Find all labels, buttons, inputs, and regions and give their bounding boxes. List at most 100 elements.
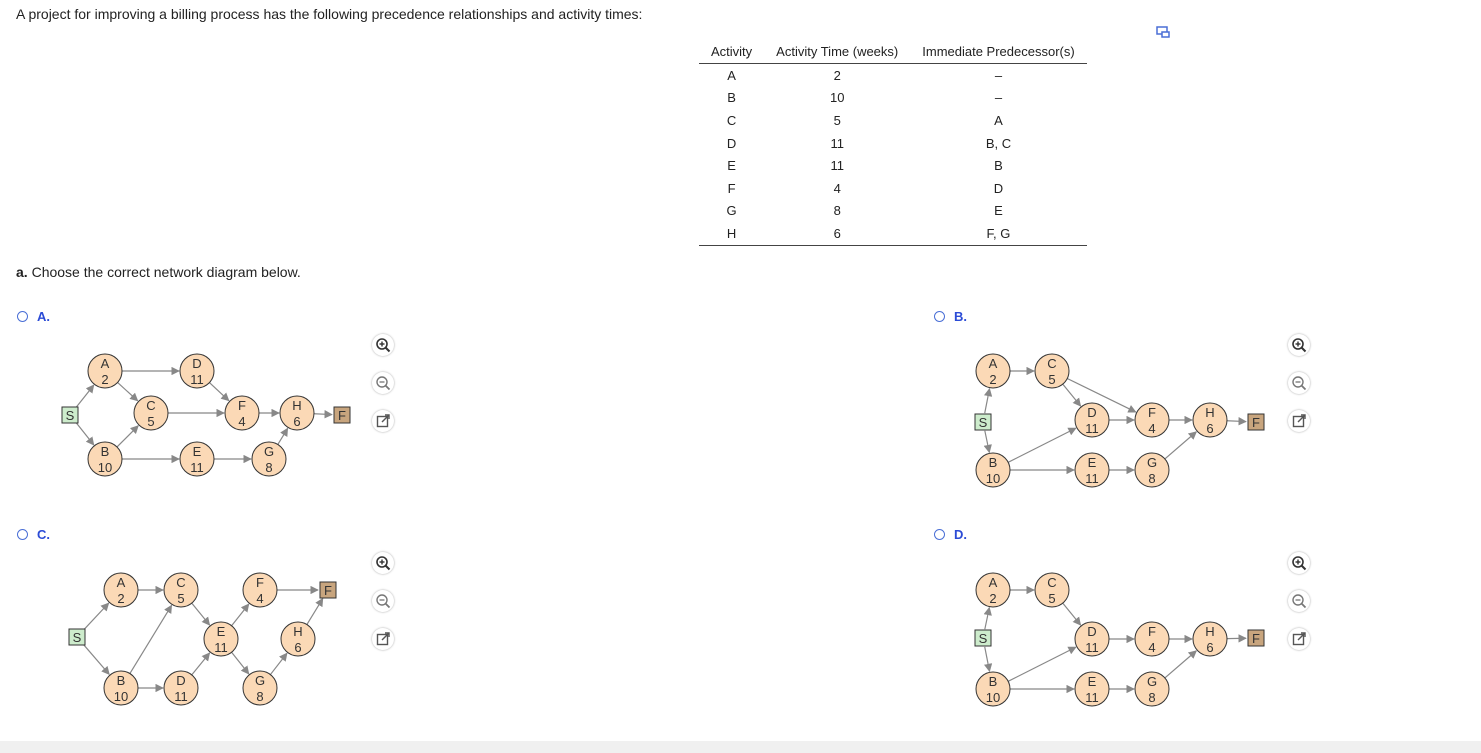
activity-node-c: C5 <box>163 572 199 608</box>
predecessor-cell: B, C <box>985 135 1012 151</box>
edge-B-D <box>1007 427 1077 463</box>
activity-node-g: G8 <box>1134 452 1170 488</box>
edge-S-B <box>75 421 95 446</box>
part-a-prompt: a. Choose the correct network diagram be… <box>16 264 301 280</box>
svg-text:D: D <box>192 356 201 371</box>
finish-node: F <box>1247 629 1265 647</box>
option-a-radio[interactable] <box>17 311 28 322</box>
zoom-in-icon <box>1292 338 1307 353</box>
svg-text:G: G <box>255 673 265 688</box>
svg-text:6: 6 <box>293 414 300 429</box>
edge-B-C <box>116 425 139 448</box>
svg-text:8: 8 <box>1148 690 1155 705</box>
option-c-label: C. <box>37 527 50 542</box>
activity-node-a: A2 <box>975 572 1011 608</box>
edge-H-F <box>1226 417 1247 426</box>
svg-text:S: S <box>979 631 988 646</box>
svg-text:4: 4 <box>238 414 245 429</box>
popout-icon <box>1292 414 1306 428</box>
zoom-out-icon <box>1292 376 1307 391</box>
zoom-in-button[interactable] <box>372 334 394 356</box>
zoom-in-button[interactable] <box>1288 552 1310 574</box>
svg-text:E: E <box>193 444 202 459</box>
activity-node-f: F4 <box>242 572 278 608</box>
svg-text:6: 6 <box>1206 640 1213 655</box>
predecessor-cell: B <box>994 158 1003 174</box>
option-c-radio[interactable] <box>17 529 28 540</box>
option-d-radio[interactable] <box>934 529 945 540</box>
edge-G-H <box>277 427 289 445</box>
option-b-label: B. <box>954 309 967 324</box>
activity-node-c: C5 <box>1034 353 1070 389</box>
option-a[interactable]: A. <box>17 309 50 324</box>
copy-icon[interactable] <box>1156 26 1170 38</box>
svg-text:10: 10 <box>114 689 128 704</box>
predecessor-cell: – <box>994 67 1003 83</box>
option-b[interactable]: B. <box>934 309 967 324</box>
option-c[interactable]: C. <box>17 527 50 542</box>
svg-text:D: D <box>1087 405 1096 420</box>
column-header: Immediate Predecessor(s) <box>910 42 1087 64</box>
popout-button[interactable] <box>372 628 394 650</box>
finish-node: F <box>1247 413 1265 431</box>
time-cell: 11 <box>830 158 844 174</box>
activity-node-a: A2 <box>87 353 123 389</box>
zoom-out-button[interactable] <box>1288 372 1310 394</box>
zoom-out-button[interactable] <box>372 372 394 394</box>
activity-node-h: H6 <box>1192 621 1228 657</box>
svg-text:4: 4 <box>256 591 263 606</box>
option-a-label: A. <box>37 309 50 324</box>
svg-text:2: 2 <box>101 372 108 387</box>
svg-text:5: 5 <box>1048 372 1055 387</box>
activity-node-h: H6 <box>279 395 315 431</box>
zoom-in-icon <box>1292 556 1307 571</box>
popout-button[interactable] <box>1288 628 1310 650</box>
activity-node-d: D11 <box>179 353 215 389</box>
svg-text:F: F <box>1148 405 1156 420</box>
edge-A-C <box>117 382 139 402</box>
activity-node-a: A2 <box>975 353 1011 389</box>
svg-text:B: B <box>989 674 998 689</box>
svg-text:11: 11 <box>1085 640 1099 655</box>
activity-node-d: D11 <box>1074 402 1110 438</box>
svg-text:F: F <box>324 583 332 598</box>
predecessor-cell: F, G <box>910 222 1087 246</box>
edge-B-D <box>1007 646 1077 682</box>
finish-node: F <box>333 406 351 424</box>
svg-text:A: A <box>117 575 126 590</box>
edge-G-H <box>269 652 288 675</box>
edge-D-Fa <box>209 382 230 402</box>
time-cell: 10 <box>829 90 845 106</box>
activity-cell: F <box>727 180 736 196</box>
time-cell: 11 <box>830 135 844 151</box>
start-node: S <box>974 629 992 647</box>
option-b-radio[interactable] <box>934 311 945 322</box>
svg-text:4: 4 <box>1148 640 1155 655</box>
svg-text:11: 11 <box>174 689 188 704</box>
option-d[interactable]: D. <box>934 527 967 542</box>
edge-H-F <box>306 597 324 625</box>
popout-button[interactable] <box>1288 410 1310 432</box>
svg-text:F: F <box>338 408 346 423</box>
svg-text:11: 11 <box>1085 471 1099 486</box>
activity-node-b: B10 <box>103 670 139 706</box>
activity-node-a: A2 <box>103 572 139 608</box>
edge-B-C <box>129 604 173 674</box>
svg-text:8: 8 <box>1148 471 1155 486</box>
svg-text:S: S <box>73 630 82 645</box>
svg-text:B: B <box>989 455 998 470</box>
zoom-out-button[interactable] <box>372 590 394 612</box>
zoom-in-button[interactable] <box>1288 334 1310 356</box>
zoom-out-button[interactable] <box>1288 590 1310 612</box>
edge-E-G <box>231 651 250 675</box>
zoom-in-button[interactable] <box>372 552 394 574</box>
edge-C-D <box>1062 602 1082 626</box>
activity-node-f: F4 <box>1134 621 1170 657</box>
popout-icon <box>376 632 390 646</box>
popout-button[interactable] <box>372 410 394 432</box>
